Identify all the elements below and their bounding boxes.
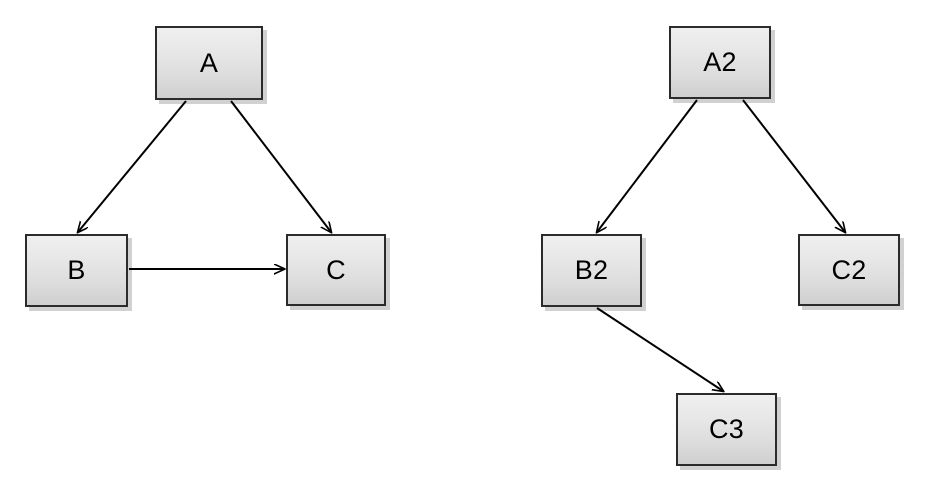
node-c[interactable]: C	[286, 234, 386, 306]
node-label: C2	[831, 254, 867, 285]
edge-a2-b2[interactable]	[597, 99, 698, 232]
edge-a-c[interactable]	[230, 100, 331, 232]
node-a[interactable]: A	[155, 26, 263, 100]
node-c3[interactable]: C3	[676, 393, 777, 466]
edge-a2-c2[interactable]	[742, 99, 845, 232]
edge-a-b[interactable]	[78, 100, 187, 232]
node-label: B2	[574, 255, 609, 285]
node-b2[interactable]: B2	[541, 234, 642, 307]
node-c2[interactable]: C2	[798, 234, 900, 306]
node-label: A2	[703, 47, 737, 77]
node-label: C3	[708, 414, 745, 444]
node-label: A	[199, 47, 219, 78]
node-a2[interactable]: A2	[669, 26, 771, 99]
node-label: C	[326, 254, 346, 285]
edge-b2-c3[interactable]	[596, 307, 723, 391]
node-label: B	[67, 255, 86, 285]
node-b[interactable]: B	[25, 234, 128, 307]
